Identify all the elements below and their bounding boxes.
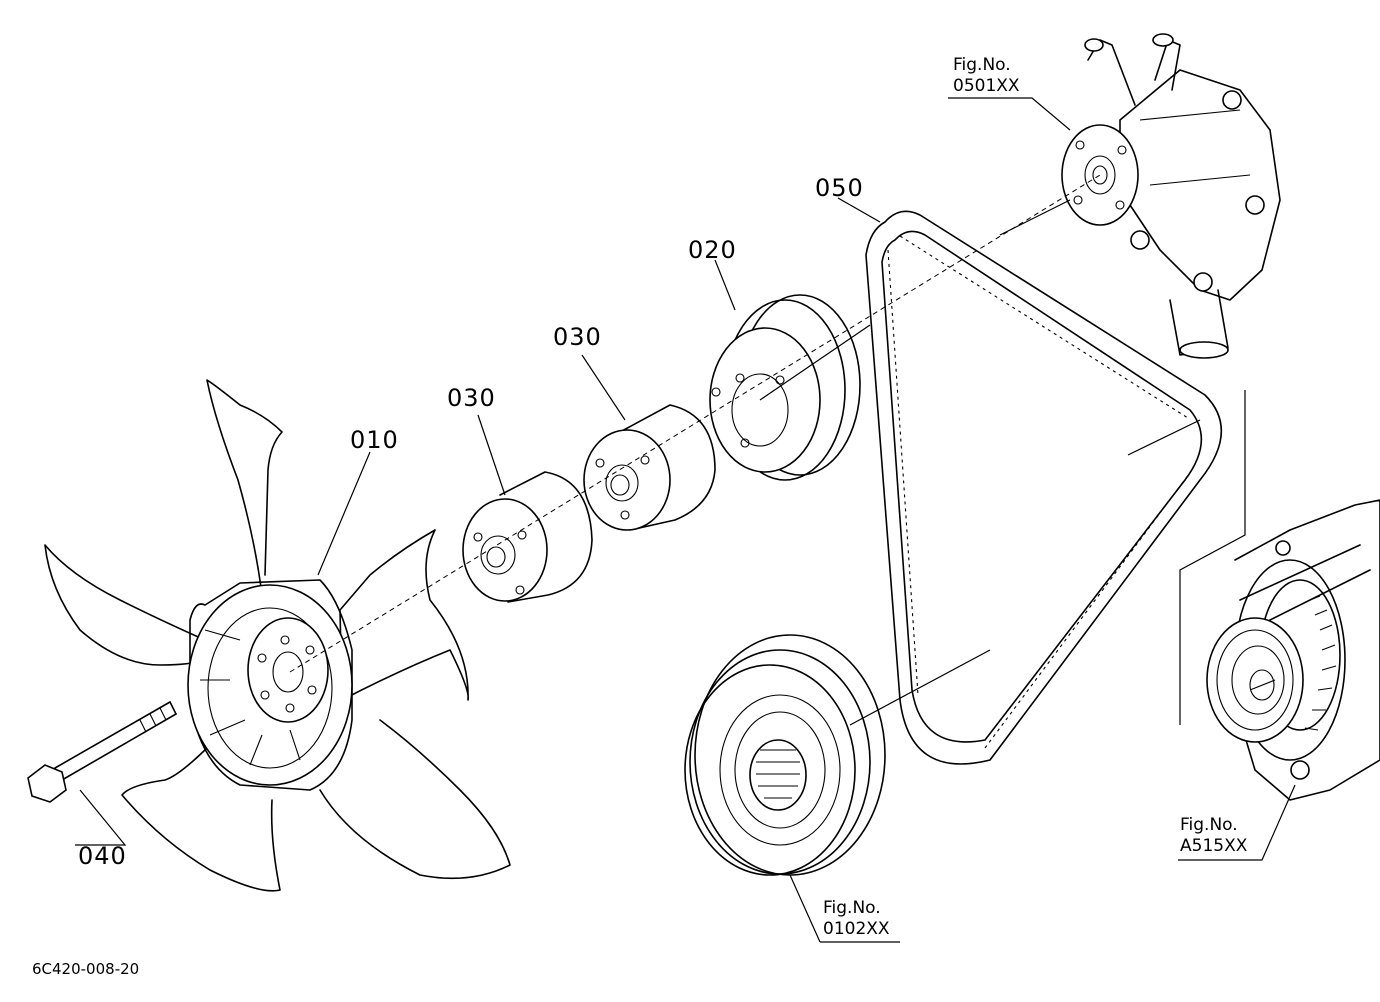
fig-ref-crank-pulley: Fig.No. 0102XX <box>823 898 890 940</box>
water-pump-illustration <box>1061 33 1281 359</box>
part-label-020: 020 <box>688 236 737 264</box>
alternator-bracket-lines <box>1179 390 1246 725</box>
leader-lines <box>75 97 1296 943</box>
fig-ref-code: 0501XX <box>953 76 1020 96</box>
alternator-illustration <box>1206 499 1380 801</box>
v-belt-050 <box>865 210 1223 765</box>
bolt-040 <box>27 701 177 803</box>
fig-ref-caption: Fig.No. <box>823 898 881 918</box>
part-label-050: 050 <box>815 174 864 202</box>
crank-pulley-illustration <box>684 634 886 876</box>
assembly-axis <box>289 174 1276 726</box>
fig-ref-caption: Fig.No. <box>953 55 1011 75</box>
fig-ref-alternator: Fig.No. A515XX <box>1180 815 1247 857</box>
part-label-030-upper: 030 <box>553 323 602 351</box>
fan-pulley-020 <box>709 294 861 481</box>
cooling-fan-010 <box>44 379 511 892</box>
part-label-010: 010 <box>350 426 399 454</box>
spacer-030-upper <box>583 404 716 531</box>
fig-ref-caption: Fig.No. <box>1180 815 1238 835</box>
spacer-030-lower <box>462 471 593 603</box>
drawing-code: 6C420-008-20 <box>32 960 140 978</box>
fig-ref-code: A515XX <box>1180 836 1248 856</box>
fig-ref-code: 0102XX <box>823 919 890 939</box>
part-label-040: 040 <box>78 842 127 870</box>
fig-ref-water-pump: Fig.No. 0501XX <box>953 55 1020 97</box>
part-label-030-lower: 030 <box>447 384 496 412</box>
